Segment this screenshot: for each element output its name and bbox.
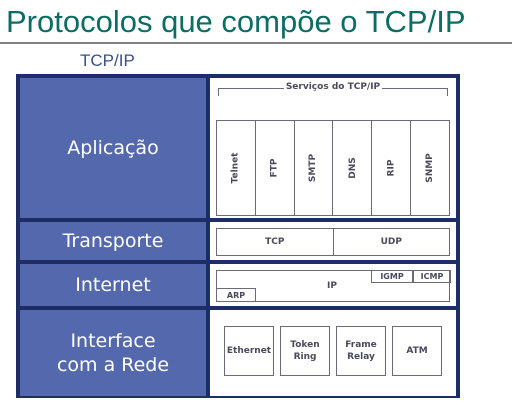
protocol-tcp: TCP: [217, 229, 334, 255]
layer-label-network-line1: Interface: [70, 330, 156, 352]
protocol-ip-box: IP IGMP ICMP ARP: [216, 270, 451, 302]
protocol-ip-label: IP: [327, 281, 337, 291]
protocol-igmp: IGMP: [371, 270, 413, 283]
service-rip: RIP: [372, 121, 412, 215]
tech-ethernet: Ethernet: [224, 326, 274, 376]
network-interface-layer-box: Ethernet Token Ring Frame Relay ATM: [210, 310, 456, 396]
service-telnet-label: Telnet: [230, 152, 241, 184]
service-smtp-label: SMTP: [308, 153, 319, 183]
tech-atm-line1: ATM: [406, 346, 428, 356]
protocol-udp-label: UDP: [380, 237, 402, 247]
layer-label-network-line2: com a Rede: [56, 354, 170, 376]
protocol-icmp: ICMP: [413, 270, 451, 283]
tcpip-layer-diagram: Aplicação Serviços do TCP/IP Telnet FTP …: [16, 74, 460, 398]
internet-layer-box: IP IGMP ICMP ARP: [210, 264, 456, 306]
protocol-arp: ARP: [216, 288, 256, 302]
tech-atm: ATM: [392, 326, 442, 376]
tech-frame-relay-line2: Relay: [347, 352, 375, 362]
tech-frame-relay-line1: Frame: [345, 340, 377, 350]
protocol-icmp-label: ICMP: [420, 272, 444, 281]
services-title-text: Serviços do TCP/IP: [283, 82, 383, 92]
slide-title: Protocolos que compõe o TCP/IP: [6, 4, 466, 39]
diagram-caption: TCP/IP: [80, 51, 135, 70]
application-layer-box: Serviços do TCP/IP Telnet FTP SMTP DNS R…: [210, 78, 456, 218]
service-snmp-label: SNMP: [425, 153, 436, 183]
service-rip-label: RIP: [386, 159, 397, 177]
service-ftp-label: FTP: [269, 158, 280, 178]
layer-label-network-interface: Interface com a Rede: [20, 310, 206, 396]
title-divider: [0, 42, 512, 44]
transport-protocols-row: TCP UDP: [216, 228, 450, 256]
protocol-igmp-label: IGMP: [380, 272, 404, 281]
tech-token-ring-line2: Ring: [293, 352, 317, 362]
tech-token-ring: Token Ring: [280, 326, 330, 376]
protocol-tcp-label: TCP: [265, 237, 285, 247]
tech-token-ring-line1: Token: [290, 340, 320, 350]
tech-ethernet-line1: Ethernet: [226, 346, 272, 356]
service-ftp: FTP: [256, 121, 295, 215]
services-row: Telnet FTP SMTP DNS RIP SNMP: [216, 120, 450, 216]
transport-layer-box: TCP UDP: [210, 222, 456, 260]
service-smtp: SMTP: [295, 121, 334, 215]
layer-label-internet-text: Internet: [75, 274, 151, 296]
service-telnet: Telnet: [217, 121, 256, 215]
service-dns-label: DNS: [347, 157, 358, 179]
layer-label-internet: Internet: [20, 264, 206, 306]
layer-label-transport-text: Transporte: [62, 230, 164, 252]
tech-frame-relay: Frame Relay: [336, 326, 386, 376]
layer-label-application-text: Aplicação: [67, 137, 159, 159]
services-title: Serviços do TCP/IP: [210, 82, 456, 92]
protocol-udp: UDP: [334, 229, 450, 255]
layer-label-application: Aplicação: [20, 78, 206, 218]
protocol-arp-label: ARP: [226, 290, 246, 300]
layer-label-transport: Transporte: [20, 222, 206, 260]
service-dns: DNS: [333, 121, 373, 215]
service-snmp: SNMP: [411, 121, 449, 215]
